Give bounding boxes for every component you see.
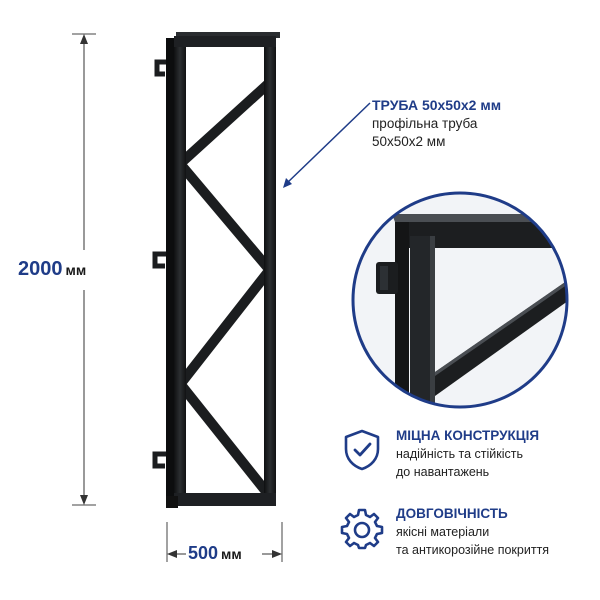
metal-frame [152, 32, 280, 508]
height-value: 2000 [18, 258, 63, 280]
feature-strength-line-2: до навантажень [396, 465, 490, 479]
feature-strength-line-1: надійність та стійкість [396, 447, 524, 461]
tube-callout: ТРУБА 50х50х2 мм профільна труба 50х50х2… [372, 97, 592, 149]
feature-strength-title: МІЦНА КОНСТРУКЦІЯ [396, 428, 540, 443]
feature-strength: МІЦНА КОНСТРУКЦІЯ надійність та стійкіст… [340, 428, 595, 479]
feature-durability-line-1: якісні матеріали [396, 525, 490, 539]
zoom-detail-circle [351, 191, 569, 409]
width-dimension-line [166, 522, 283, 562]
callout-pointer [285, 102, 371, 185]
width-unit: мм [221, 546, 242, 562]
shield-check-icon [344, 429, 380, 471]
width-value: 500 [188, 543, 219, 563]
feature-durability: ДОВГОВІЧНІСТЬ якісні матеріали та антико… [340, 506, 595, 557]
callout-title: ТРУБА 50х50х2 мм [372, 97, 502, 113]
height-dimension-line [72, 33, 96, 506]
feature-durability-title: ДОВГОВІЧНІСТЬ [396, 506, 508, 521]
callout-line-2: 50х50х2 мм [372, 134, 446, 149]
callout-line-1: профільна труба [372, 116, 478, 131]
gear-icon [340, 508, 384, 550]
height-unit: мм [65, 262, 87, 278]
feature-durability-line-2: та антикорозійне покриття [396, 543, 550, 557]
